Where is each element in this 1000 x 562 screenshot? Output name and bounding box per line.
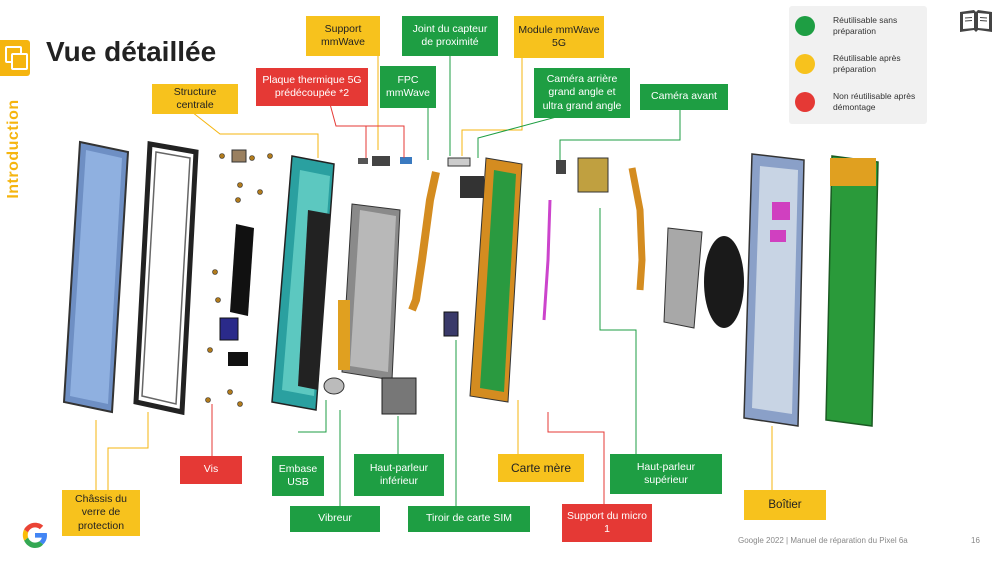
protective-glass-part <box>62 140 130 414</box>
callout-boitier: Boîtier <box>744 490 826 520</box>
callout-joint-capteur: Joint du capteur de proximité <box>402 16 498 56</box>
housing-part <box>743 153 805 427</box>
callout-support-mmwave: Support mmWave <box>306 16 380 56</box>
callout-embase-usb: Embase USB <box>272 456 324 496</box>
callout-tiroir-sim: Tiroir de carte SIM <box>408 506 530 532</box>
callout-fpc-mmwave: FPC mmWave <box>380 66 436 108</box>
green-dot-icon <box>795 16 815 36</box>
book-icon[interactable] <box>958 8 994 34</box>
back-cover-part <box>825 155 879 427</box>
motherboard-part <box>460 157 523 403</box>
legend-label: Non réutilisable après démontage <box>833 91 916 112</box>
red-dot-icon <box>795 92 815 112</box>
glass-frame-part <box>133 141 199 416</box>
page-title: Vue détaillée <box>46 36 217 67</box>
battery-part <box>338 203 401 381</box>
callout-vis: Vis <box>180 456 242 484</box>
google-logo <box>22 522 47 548</box>
page-number: 16 <box>971 536 980 545</box>
legend-item: Réutilisable après préparation <box>789 50 927 78</box>
callout-haut-parleur-superieur: Haut-parleur supérieur <box>610 454 722 494</box>
screws-part <box>205 153 273 407</box>
callout-plaque-thermique: Plaque thermique 5G prédécoupée *2 <box>256 68 368 106</box>
footer-text: Google 2022 | Manuel de réparation du Pi… <box>738 536 908 545</box>
callout-camera-avant: Caméra avant <box>640 84 728 110</box>
legend: Réutilisable sans préparation Réutilisab… <box>789 6 927 124</box>
yellow-dot-icon <box>795 54 815 74</box>
copy-icon <box>0 40 30 76</box>
callout-structure-centrale: Structure centrale <box>152 84 238 114</box>
legend-item: Non réutilisable après démontage <box>789 88 927 116</box>
shield-part <box>219 224 254 366</box>
callout-haut-parleur-inferieur: Haut-parleur inférieur <box>354 454 444 496</box>
callout-chassis-verre: Châssis du verre de protection <box>62 490 140 536</box>
callout-support-micro: Support du micro 1 <box>562 504 652 542</box>
legend-label: Réutilisable sans préparation <box>833 15 898 36</box>
legend-label: Réutilisable après préparation <box>833 53 901 74</box>
callout-vibreur: Vibreur <box>290 506 380 532</box>
callout-carte-mere: Carte mère <box>498 454 584 482</box>
callout-module-mmwave-5g: Module mmWave 5G <box>514 16 604 58</box>
legend-item: Réutilisable sans préparation <box>789 12 927 40</box>
callout-camera-arriere: Caméra arrière grand angle et ultra gran… <box>534 68 630 118</box>
midframe-part <box>271 155 335 411</box>
